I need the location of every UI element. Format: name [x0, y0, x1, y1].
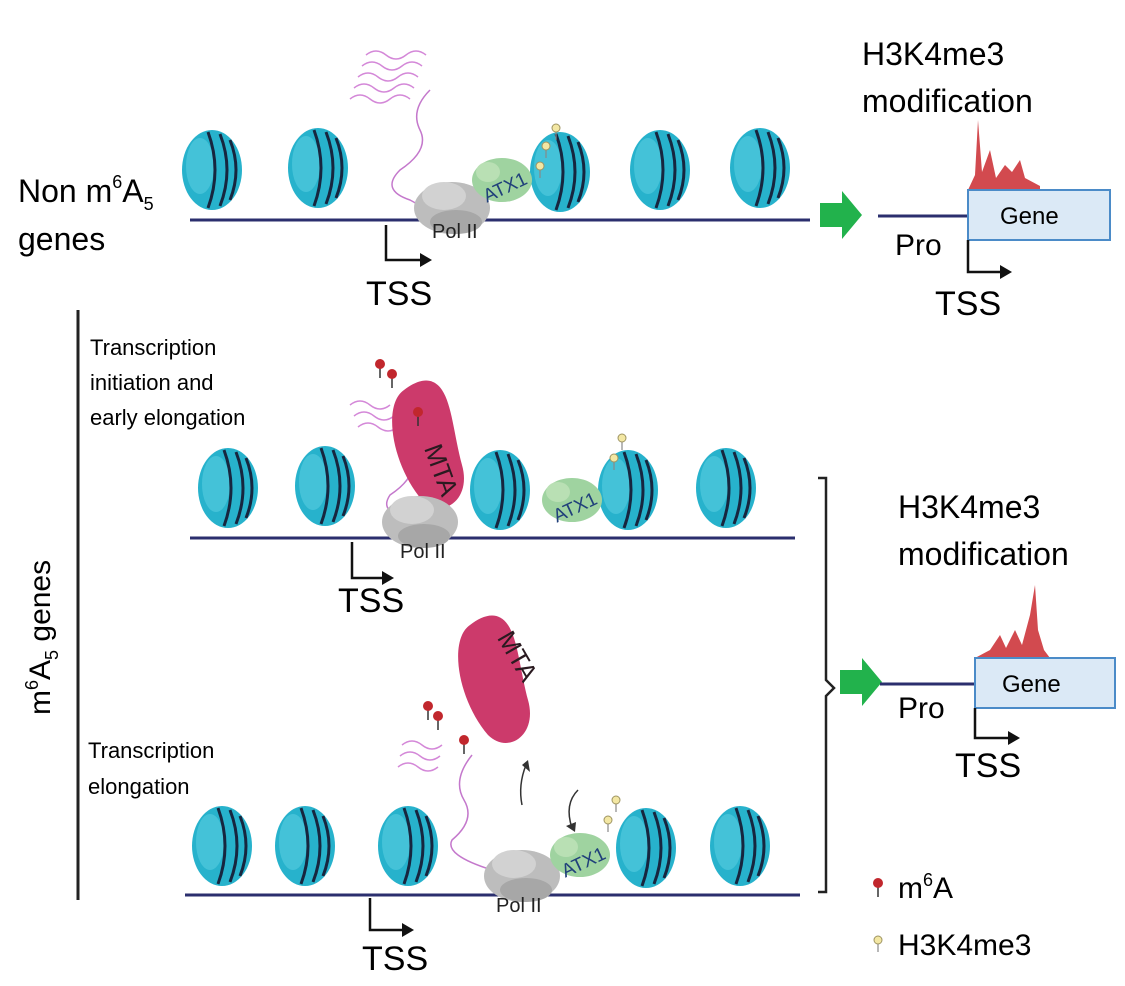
bottom-tss-arrow — [368, 898, 402, 932]
bottom-nucleosome-4 — [614, 806, 678, 890]
release-arrow — [519, 764, 527, 806]
panel1-line3: early elongation — [90, 405, 245, 430]
mid-tss-label: TSS — [338, 582, 404, 620]
legend-m6a-icon — [872, 877, 884, 898]
bottom-h3k4-mark-1 — [611, 795, 621, 813]
top-green-arrow — [820, 191, 862, 239]
top-nucleosome-3 — [528, 130, 592, 214]
top-tss-arrow — [384, 225, 420, 262]
top-result-tss: TSS — [935, 285, 1001, 323]
panel1-line2: initiation and — [90, 370, 214, 395]
bottom-result-tss: TSS — [955, 747, 1021, 785]
top-gene-label: Non m6A5 — [18, 172, 154, 214]
legend-m6a-label: m6A — [898, 870, 953, 905]
bottom-nucleosome-3 — [376, 804, 440, 888]
bottom-result-tss-arrow — [973, 708, 1008, 740]
result-brace — [818, 476, 836, 894]
top-gene-box — [967, 189, 1111, 241]
mid-nucleosome-1 — [196, 446, 260, 530]
bottom-green-arrow — [840, 658, 882, 706]
middle-panel: Transcription initiation and early elong… — [90, 335, 795, 620]
bottom-result-title-1: H3K4me3 — [898, 489, 1040, 525]
mid-h3k4-mark-1 — [617, 433, 627, 451]
bottom-rna-fragments — [397, 740, 443, 772]
top-gene-text: Gene — [1000, 203, 1059, 230]
legend-h3k4-icon — [873, 935, 883, 953]
mid-nucleosome-2 — [293, 444, 357, 528]
top-tss-label: TSS — [366, 275, 432, 313]
panel2-line2: elongation — [88, 774, 190, 799]
legend-h3k4-label: H3K4me3 — [898, 929, 1031, 962]
top-gene-label-2: genes — [18, 221, 105, 257]
bottom-gene-text: Gene — [1002, 671, 1061, 698]
top-result-tss-arrow — [966, 240, 1000, 274]
bottom-result: H3K4me3 modification Gene Pro TSS — [840, 489, 1116, 785]
mid-nucleosome-5 — [694, 446, 758, 530]
bottom-panel: Transcription elongation MTA Pol II ATX1… — [88, 615, 800, 978]
bottom-rna-strand — [450, 754, 493, 871]
top-pol-label: Pol II — [432, 221, 478, 243]
bottom-m6a-2 — [432, 710, 444, 731]
bottom-m6a-3 — [458, 734, 470, 755]
bottom-pol-label: Pol II — [496, 895, 542, 917]
bottom-m6a-1 — [422, 700, 434, 721]
top-nucleosome-5 — [728, 126, 792, 210]
top-panel: Non m6A5 genes Pol II ATX1 TSS H3K4me3 m… — [18, 36, 1111, 323]
top-h3k4-peak — [968, 120, 1040, 190]
mid-m6a-2 — [386, 368, 398, 389]
bottom-nucleosome-5 — [708, 804, 772, 888]
bottom-gene-box — [974, 657, 1116, 709]
bottom-tss-label: TSS — [362, 940, 428, 978]
bottom-h3k4-peak — [975, 585, 1050, 658]
bottom-h3k4-mark-2 — [603, 815, 613, 833]
top-nucleosome-4 — [628, 128, 692, 212]
top-nucleosome-2 — [286, 126, 350, 210]
mid-nucleosome-4 — [596, 448, 660, 532]
bottom-result-title-2: modification — [898, 536, 1069, 572]
mid-nucleosome-3 — [468, 448, 532, 532]
top-result-title-2: modification — [862, 83, 1033, 119]
mid-tss-arrow — [350, 542, 382, 580]
panel2-line1: Transcription — [88, 738, 214, 763]
bottom-nucleosome-2 — [273, 804, 337, 888]
panel1-line1: Transcription — [90, 335, 216, 360]
legend: m6A H3K4me3 — [872, 870, 1031, 962]
side-label: m6A5 genes — [22, 560, 62, 715]
bottom-nucleosome-1 — [190, 804, 254, 888]
top-result-title-1: H3K4me3 — [862, 36, 1004, 72]
bottom-pro-text: Pro — [898, 692, 945, 725]
top-pro-text: Pro — [895, 229, 942, 262]
top-rna-fragments — [349, 50, 427, 104]
mid-m6a-1 — [374, 358, 386, 379]
recruit-arrow — [568, 789, 579, 829]
mid-pol-label: Pol II — [400, 541, 446, 563]
top-nucleosome-1 — [180, 128, 244, 212]
mid-rna-fragments — [349, 400, 399, 432]
